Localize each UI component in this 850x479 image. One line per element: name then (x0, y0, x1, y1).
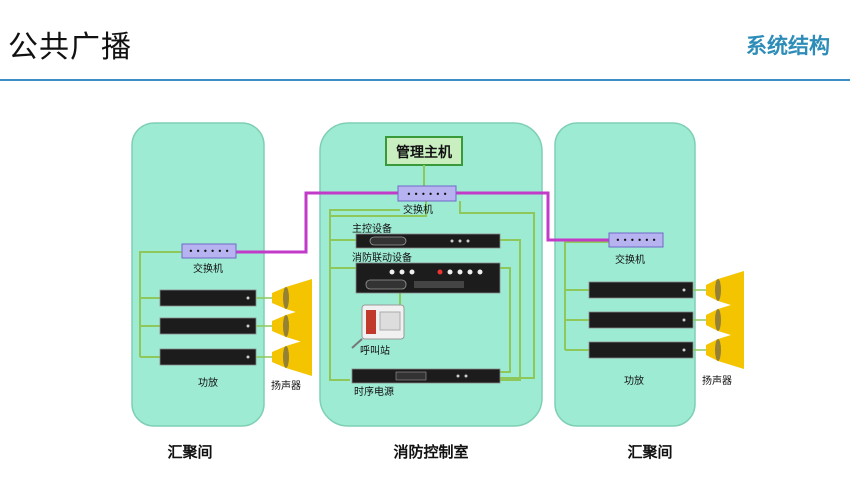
right-switch: • • • • • • (608, 232, 664, 248)
left-amp-label: 功放 (198, 376, 218, 389)
header-divider (0, 79, 850, 81)
call-station (351, 304, 405, 349)
power-sequencer (351, 368, 501, 384)
management-host (385, 136, 463, 166)
right-zone-label: 汇聚间 (627, 443, 672, 461)
left-switch: • • • • • • (181, 243, 237, 259)
call-station-label: 呼叫站 (360, 344, 390, 357)
left-speaker-label: 扬声器 (271, 379, 301, 392)
main-control-device (355, 233, 501, 249)
left-amplifier (159, 289, 257, 366)
right-amplifier (588, 281, 694, 359)
power-sequencer-label: 时序电源 (354, 385, 394, 398)
fire-link-label: 消防联动设备 (352, 251, 412, 264)
left-switch-label: 交换机 (193, 262, 223, 275)
svg-text:• • • • • •: • • • • • • (615, 236, 656, 245)
right-speaker-label: 扬声器 (702, 374, 732, 387)
page-title: 公共广播 (8, 30, 132, 65)
center-zone-label: 消防控制室 (393, 443, 468, 461)
left-zone-label: 汇聚间 (167, 443, 212, 461)
main-control-label: 主控设备 (352, 222, 392, 235)
center-switch-label: 交换机 (403, 203, 433, 216)
left-speaker (256, 279, 312, 376)
right-amp-label: 功放 (624, 374, 644, 387)
right-speaker (693, 271, 744, 369)
management-host-label: 管理主机 (396, 144, 452, 161)
center-switch: • • • • • • (397, 185, 457, 202)
fire-link-device (355, 262, 501, 294)
right-switch-label: 交换机 (615, 253, 645, 266)
svg-text:• • • • • •: • • • • • • (188, 247, 229, 256)
section-title: 系统结构 (746, 34, 830, 58)
audio-wiring (139, 201, 609, 381)
svg-text:• • • • • •: • • • • • • (406, 190, 447, 199)
